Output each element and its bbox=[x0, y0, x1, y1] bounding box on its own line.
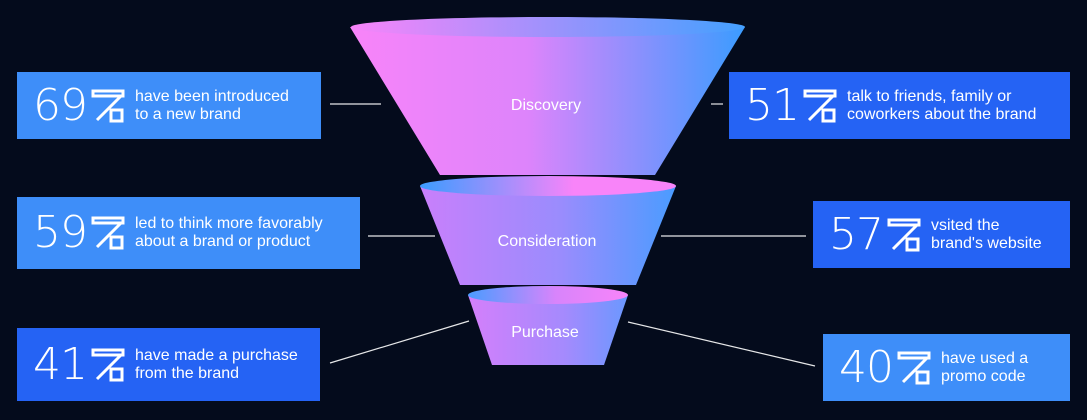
stat-number: 40 bbox=[839, 345, 931, 390]
stat-card-promo-code: 40 have used a promo code bbox=[823, 334, 1070, 401]
percent-icon bbox=[887, 218, 921, 251]
stat-description: have been introduced to a new brand bbox=[135, 87, 289, 123]
stat-number: 41 bbox=[33, 342, 125, 387]
stat-description: led to think more favorably about a bran… bbox=[135, 215, 323, 250]
stat-description: talk to friends, family or coworkers abo… bbox=[847, 87, 1037, 123]
stage-label-purchase: Purchase bbox=[511, 324, 579, 341]
percent-icon bbox=[91, 216, 125, 250]
stat-description: have used a promo code bbox=[941, 349, 1029, 385]
stat-card-visited-website: 57 vsited the brand's website bbox=[813, 201, 1070, 268]
funnel-stage-consideration bbox=[420, 176, 676, 285]
percent-icon bbox=[803, 89, 837, 122]
stat-number: 69 bbox=[33, 83, 125, 128]
stage-label-consideration: Consideration bbox=[497, 233, 597, 250]
stat-number: 51 bbox=[745, 83, 837, 128]
percent-icon bbox=[91, 89, 125, 122]
funnel-stage-purchase bbox=[468, 286, 628, 365]
connector-line-purchase-left bbox=[329, 320, 470, 364]
stat-description: vsited the brand's website bbox=[931, 216, 1042, 252]
connector-line-purchase-right bbox=[627, 321, 816, 367]
stat-card-think-favorably: 59 led to think more favorably about a b… bbox=[17, 197, 360, 269]
stat-card-talk-to-friends: 51 talk to friends, family or coworkers … bbox=[729, 72, 1070, 139]
percent-icon bbox=[897, 351, 931, 384]
funnel-stage-discovery bbox=[350, 17, 745, 175]
stage-label-discovery: Discovery bbox=[510, 97, 582, 114]
percent-icon bbox=[91, 348, 125, 381]
connector-lines bbox=[329, 103, 816, 367]
stat-description: have made a purchase from the brand bbox=[135, 346, 298, 382]
stat-number: 59 bbox=[33, 211, 125, 255]
stat-card-made-purchase: 41 have made a purchase from the brand bbox=[17, 328, 320, 401]
stat-number: 57 bbox=[829, 212, 921, 257]
stat-card-introduced: 69 have been introduced to a new brand bbox=[17, 72, 321, 139]
